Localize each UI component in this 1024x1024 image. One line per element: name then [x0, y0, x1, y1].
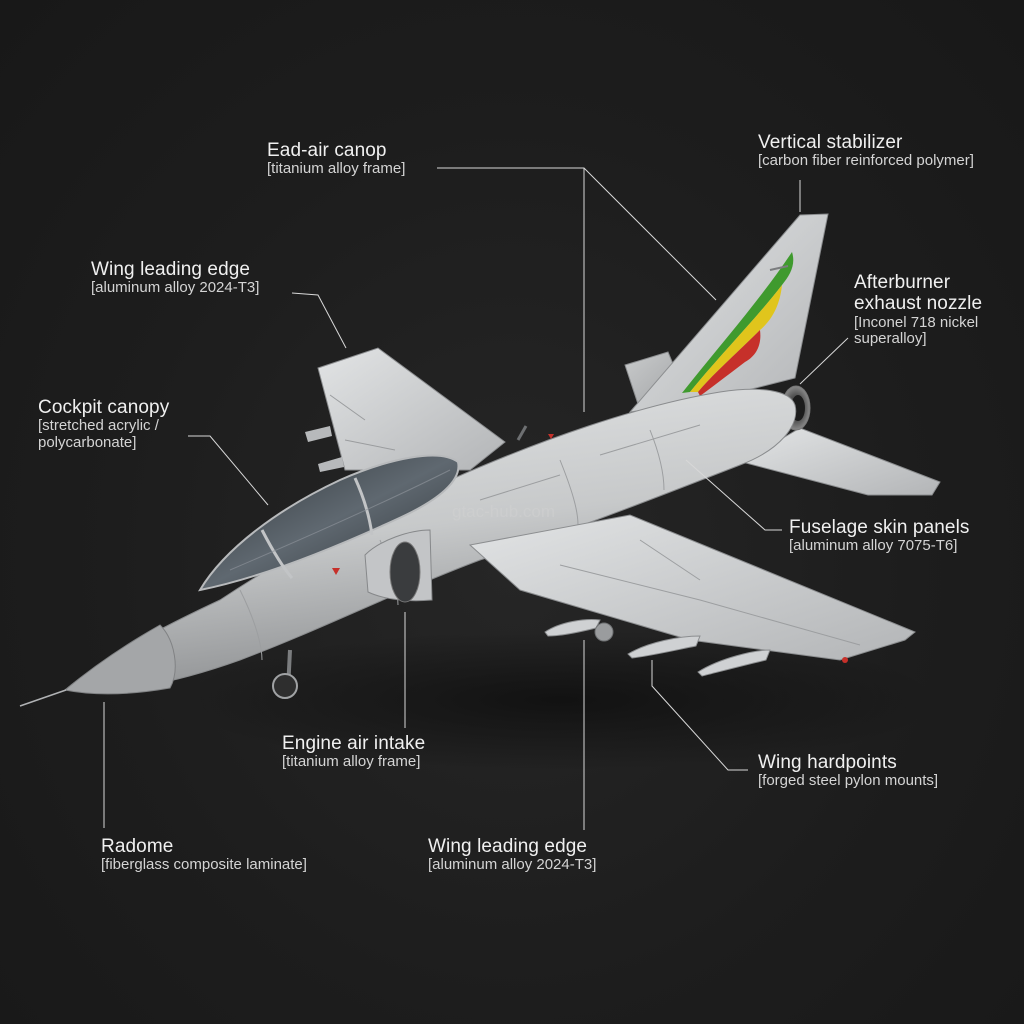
callout-material-line1: [stretched acrylic /: [38, 417, 159, 435]
callout-radome: Radome [fiberglass composite laminate]: [101, 836, 307, 874]
leader-line-afterburner: [799, 337, 849, 385]
callout-material: [titanium alloy frame]: [282, 753, 421, 771]
leader-line-ead-air-canop: [437, 167, 717, 412]
callout-title: Cockpit canopy: [38, 397, 170, 418]
callout-wing-hardpoints: Wing hardpoints [forged steel pylon moun…: [758, 752, 938, 790]
left-wing: [317, 347, 506, 471]
callout-engine-air-intake: Engine air intake [titanium alloy frame]: [282, 733, 425, 771]
pitot-probe: [19, 689, 67, 707]
right-horizontal-stabilizer: [740, 427, 941, 496]
callout-material: [aluminum alloy 2024-T3]: [428, 856, 597, 874]
callout-material: [aluminum alloy 2024-T3]: [91, 279, 260, 297]
callout-cockpit-canopy: Cockpit canopy [stretched acrylic / poly…: [38, 397, 169, 452]
callout-material: [aluminum alloy 7075-T6]: [789, 537, 958, 555]
callout-title: Wing leading edge: [91, 259, 251, 280]
callout-fuselage-skin-panels: Fuselage skin panels [aluminum alloy 707…: [789, 517, 970, 555]
callout-wing-leading-edge-upper: Wing leading edge [aluminum alloy 2024-T…: [91, 259, 259, 297]
wing-store: [627, 635, 701, 659]
callout-material-line1: [Inconel 718 nickel: [854, 313, 979, 331]
wing-store: [697, 649, 771, 677]
callout-title: Vertical stabilizer: [758, 132, 903, 153]
callout-title: Engine air intake: [282, 733, 426, 754]
callout-title-line2: exhaust nozzle: [854, 293, 983, 315]
cockpit-canopy: [197, 454, 460, 592]
watermark: gtac-hub.com: [452, 502, 555, 521]
callout-title: Fuselage skin panels: [789, 517, 970, 538]
callout-title: Ead-air canop: [267, 140, 387, 161]
ground-shadow: [180, 630, 940, 770]
left-wing-pylon: [305, 426, 332, 442]
callout-title: Wing hardpoints: [758, 752, 897, 773]
leader-line-wing-leading-edge-upper: [291, 292, 347, 349]
left-wing-pylon: [318, 457, 344, 472]
tail-flash-yellow: [690, 285, 782, 392]
leader-line-wing-hardpoints: [651, 660, 748, 771]
radome: [63, 624, 176, 695]
tail-flash-red: [698, 330, 761, 396]
callout-ead-air-canop: Ead-air canop [titanium alloy frame]: [267, 140, 405, 178]
callout-title: Wing leading edge: [428, 836, 588, 857]
callout-wing-leading-edge-lower: Wing leading edge [aluminum alloy 2024-T…: [428, 836, 596, 874]
leader-line-cockpit-canopy: [188, 435, 269, 506]
leader-line-fuselage-skin-panels: [685, 459, 782, 531]
callout-afterburner-nozzle: Afterburner exhaust nozzle [Inconel 718 …: [854, 272, 982, 348]
callout-title-line1: Afterburner: [854, 272, 951, 293]
callout-material-line2: superalloy]: [854, 330, 927, 348]
callout-material: [titanium alloy frame]: [267, 160, 406, 178]
nose-wheel: [272, 673, 298, 699]
callout-material: [forged steel pylon mounts]: [758, 772, 939, 790]
callout-material: [carbon fiber reinforced polymer]: [758, 152, 974, 170]
callout-material-line2: polycarbonate]: [38, 434, 137, 452]
callout-title: Radome: [101, 836, 174, 857]
callout-vertical-stabilizer: Vertical stabilizer [carbon fiber reinfo…: [758, 132, 974, 170]
right-wing: [468, 514, 916, 661]
callout-material: [fiberglass composite laminate]: [101, 856, 307, 874]
